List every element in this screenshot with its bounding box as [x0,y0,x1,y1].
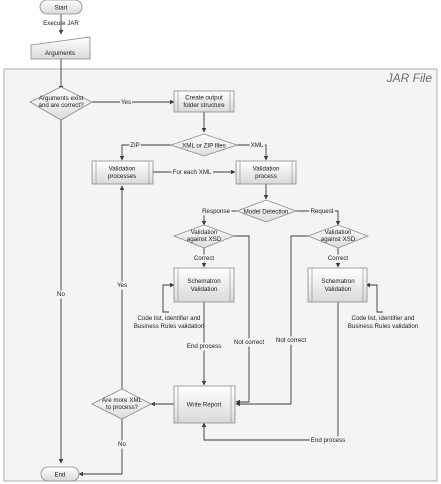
label-xml: XML [251,142,264,149]
edge-label-backing [115,281,129,290]
model-detection-decision: Model Detection [235,199,298,223]
svg-text:End: End [54,472,66,479]
svg-text:and are correct?: and are correct? [38,102,84,109]
label-correct-left: Correct [194,255,215,262]
write-report-node: Write Report [173,385,236,424]
create-output-node: Create output folder structure [173,90,235,113]
start-node: Start [39,0,83,15]
codelist-left-label-2: Business Rules validation [134,323,205,330]
execute-jar-label: Execute JAR [43,20,79,27]
label-not-correct-right: Not correct [276,337,307,344]
svg-text:against XSD: against XSD [187,236,222,243]
edge-labels: Yes No ZIP XML For each XML Response Req… [56,98,350,449]
svg-text:Arguments: Arguments [45,50,75,57]
container-title: JAR File [386,71,433,85]
svg-text:Validation: Validation [191,229,218,236]
svg-text:Validation: Validation [325,286,352,293]
svg-text:XML or ZIP files: XML or ZIP files [182,143,226,150]
svg-text:Validation: Validation [191,286,218,293]
svg-text:Validation: Validation [325,229,352,236]
svg-text:Write Report: Write Report [187,402,222,409]
args-check-decision: Arguments exist and are correct? [29,86,93,121]
svg-text:processes: processes [108,173,136,180]
edge-label-backing [232,338,266,347]
label-end-process-left: End process [187,343,221,350]
edge-xml [237,144,269,161]
svg-text:Schematron: Schematron [187,278,221,285]
label-not-correct-left: Not correct [234,339,265,346]
svg-text:Are more XML: Are more XML [102,397,142,404]
edge-label-backing [249,141,265,150]
edge-label-backing [171,168,213,177]
svg-text:Create output: Create output [185,95,223,102]
edge-label-backing [129,141,141,150]
validation-process-node: Validation process [235,160,297,185]
edge-label-backing [185,342,223,351]
codelist-right-label-2: Business Rules validation [348,323,419,330]
xml-or-zip-decision: XML or ZIP files [169,133,239,157]
label-yes-args: Yes [121,99,131,106]
codelist-left-label-1: Code list, identifier and [138,315,202,322]
svg-text:Arguments exist: Arguments exist [39,95,84,102]
svg-text:to process?: to process? [106,404,139,411]
edge-label-backing [119,98,133,107]
edge-zip [119,144,171,161]
svg-text:Validation: Validation [253,166,280,173]
end-node: End [40,466,80,482]
label-no-args: No [57,291,65,298]
svg-text:Model Detection: Model Detection [244,209,289,216]
label-end-process-bottom: End process [311,437,345,444]
validation-processes-node: Validation processes [91,160,154,185]
label-yes-more: Yes [117,282,127,289]
codelist-right-label-1: Code list, identifier and [352,315,416,322]
edge-label-backing [201,207,232,216]
xsd-left-decision: Validation against XSD [172,224,236,249]
schematron-left-node: Schematron Validation [173,267,235,303]
svg-text:Validation: Validation [109,166,136,173]
schematron-right-node: Schematron Validation [307,267,368,303]
label-request: Request [310,208,333,215]
label-for-each-xml: For each XML [173,169,212,176]
edge-not-correct-left [234,235,250,405]
svg-text:folder structure: folder structure [183,102,225,109]
edge-end-process-bottom [201,302,339,441]
svg-text:against XSD: against XSD [321,236,356,243]
svg-text:Schematron: Schematron [321,278,355,285]
label-response: Response [202,208,230,215]
edge-label-backing [274,336,308,345]
more-xml-decision: Are more XML to process? [91,388,152,420]
edge-label-backing [326,254,350,263]
edge-label-backing [117,440,128,449]
svg-text:process: process [255,173,277,180]
edge-not-correct-right [235,235,308,407]
edge-label-backing [309,436,347,445]
arguments-node: Arguments [30,36,91,60]
label-zip: ZIP [130,142,140,149]
edge-label-backing [309,207,335,216]
svg-text:Start: Start [54,5,67,12]
label-correct-right: Correct [328,255,349,262]
edge-codelist-loop-left [162,282,175,313]
edge-label-backing [192,254,216,263]
label-no-more: No [118,441,126,448]
edge-no-to-end-2 [78,419,123,477]
edge-label-backing [56,290,67,299]
edge-codelist-loop-right [365,282,383,313]
xsd-right-decision: Validation against XSD [306,224,370,249]
